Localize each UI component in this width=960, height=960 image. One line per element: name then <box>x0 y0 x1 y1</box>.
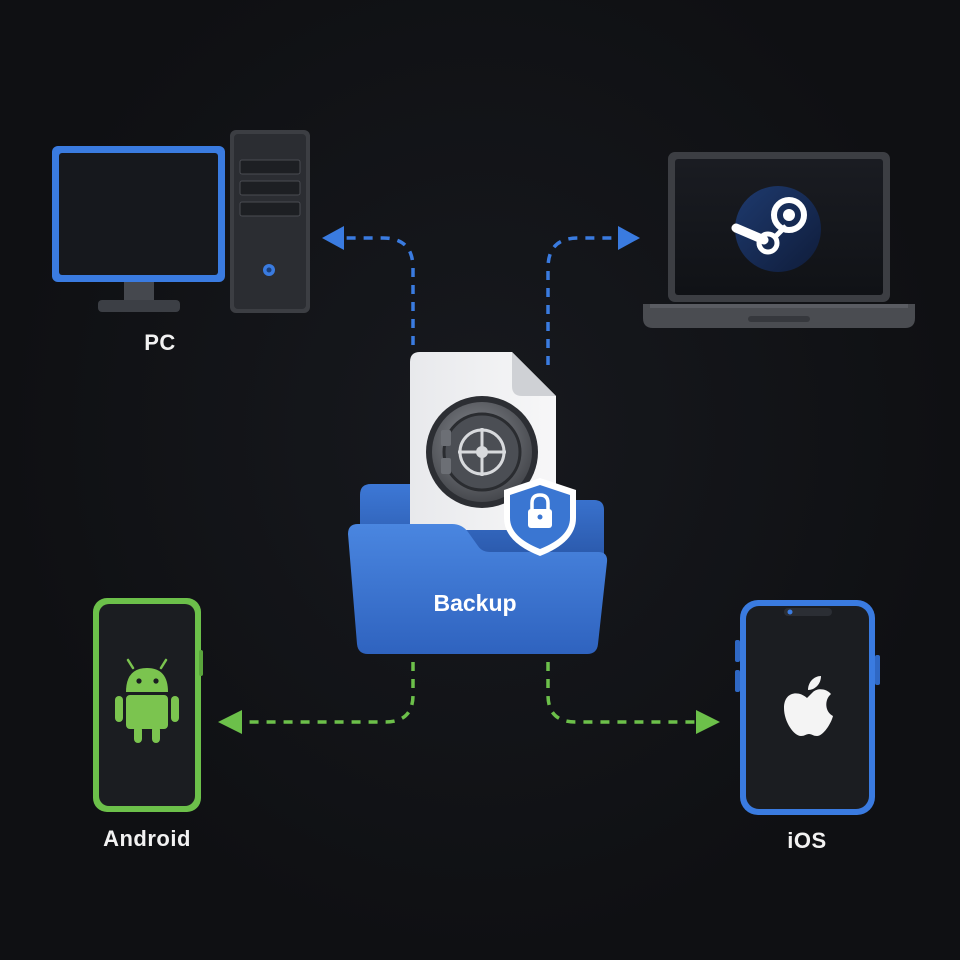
laptop-steam-icon <box>643 152 915 328</box>
android-phone-icon <box>93 598 203 812</box>
arrow-to-ios <box>546 662 720 734</box>
iphone-apple-icon <box>735 600 880 815</box>
apple-logo-icon <box>784 676 833 736</box>
desktop-computer-icon <box>52 130 310 313</box>
arrow-to-android <box>218 662 415 734</box>
android-label: Android <box>103 826 191 851</box>
android-robot-icon <box>115 658 179 743</box>
steam-logo-icon <box>731 186 821 272</box>
arrow-to-laptop <box>546 226 640 365</box>
pc-label: PC <box>144 330 176 355</box>
backup-label: Backup <box>433 590 517 616</box>
security-shield-icon <box>504 478 576 556</box>
arrow-to-pc <box>322 226 415 345</box>
backup-folder-vault-icon <box>348 352 608 654</box>
ios-label: iOS <box>787 828 827 853</box>
